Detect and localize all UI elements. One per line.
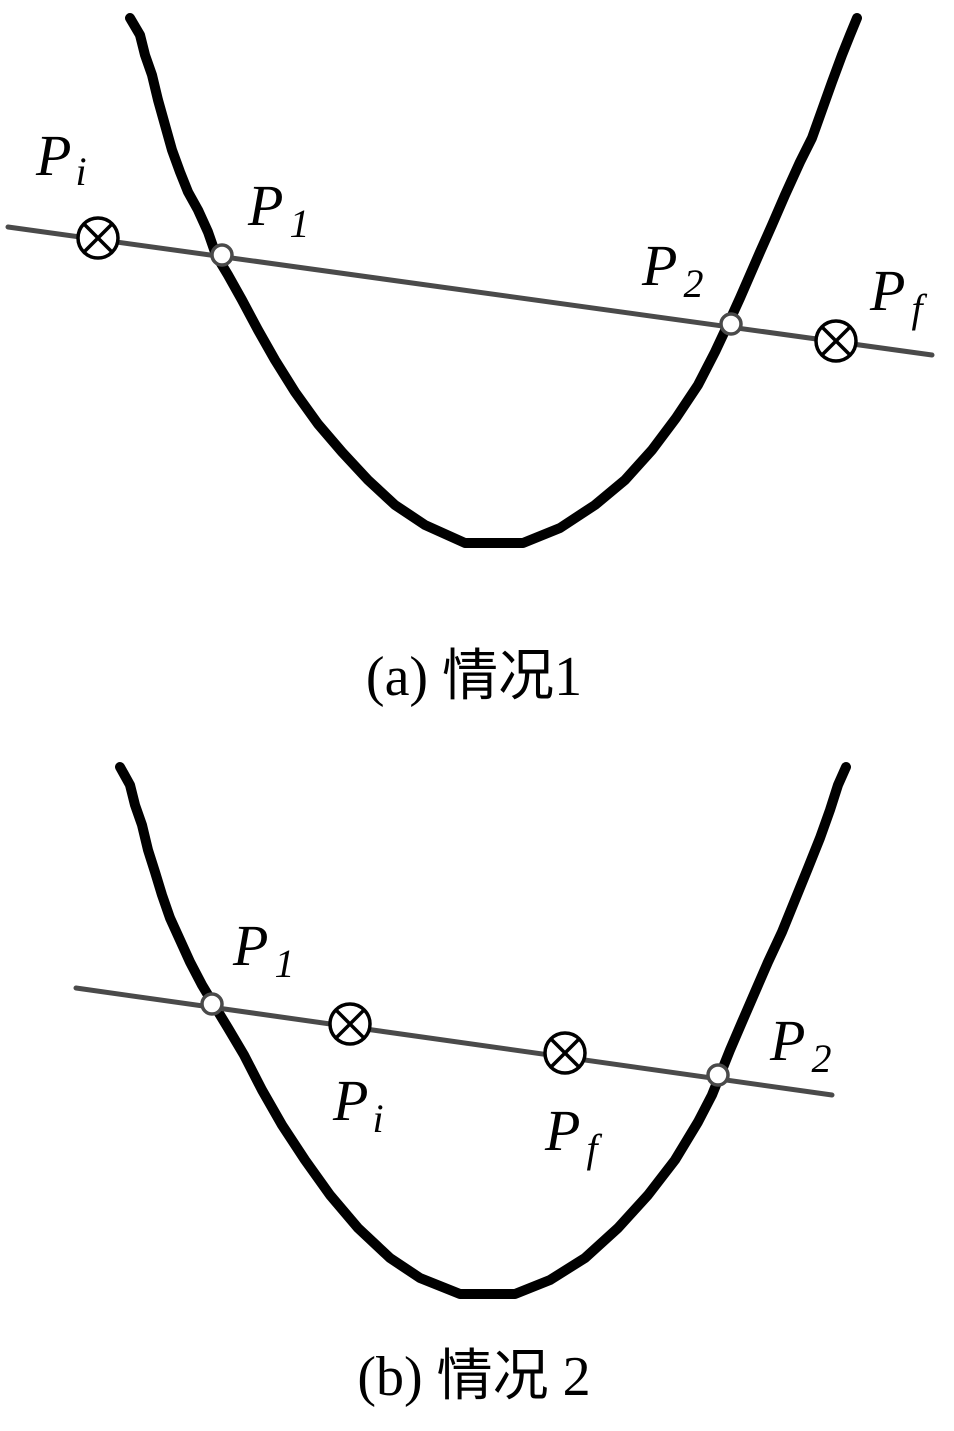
panel-b-point-pi-marker <box>328 1002 372 1046</box>
panel-a-point-pf-marker <box>814 319 858 363</box>
panel-a-point-p2-marker <box>719 312 743 336</box>
panel-b-point-p1-marker <box>200 992 224 1016</box>
panel-a-curve <box>125 13 862 548</box>
panel-b-point-p2-marker <box>706 1063 730 1087</box>
panel-a-point-pi-marker <box>76 216 120 260</box>
panel-b-point-pf-marker <box>543 1031 587 1075</box>
panel-a-caption: (a) 情况1 <box>366 646 582 708</box>
panel-a-point-p1-marker <box>210 243 234 267</box>
panel-a-secant-line <box>5 224 935 358</box>
panel-b-curve <box>115 762 851 1299</box>
panel-b-caption: (b) 情况 2 <box>357 1346 590 1408</box>
